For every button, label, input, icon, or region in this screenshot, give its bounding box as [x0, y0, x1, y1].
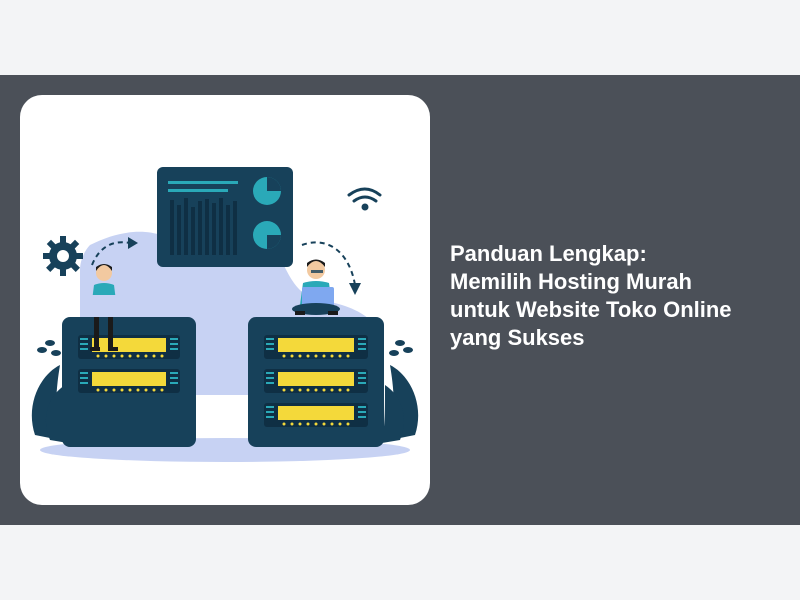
title-line: Memilih Hosting Murah — [450, 269, 692, 294]
hero-banner: Panduan Lengkap: Memilih Hosting Murah u… — [0, 75, 800, 525]
person-with-laptop-icon — [85, 264, 123, 351]
arrow-right — [301, 241, 356, 286]
gear-icon — [43, 236, 83, 276]
title-line: yang Sukses — [450, 325, 585, 350]
leaf-icon-right — [382, 340, 419, 443]
arrow-right-head — [349, 283, 361, 295]
title-line: Panduan Lengkap: — [450, 241, 647, 266]
article-title: Panduan Lengkap: Memilih Hosting Murah u… — [450, 240, 780, 352]
title-line: untuk Website Toko Online — [450, 297, 732, 322]
hero-illustration-card — [20, 95, 430, 505]
arrow-left — [91, 241, 131, 266]
wifi-icon — [347, 187, 382, 211]
analytics-dashboard-icon — [157, 167, 293, 267]
arrow-left-head — [128, 237, 138, 249]
hosting-illustration — [31, 167, 419, 462]
server-rack-icon-right — [248, 317, 384, 447]
server-rack-icon — [62, 317, 196, 447]
person-with-laptop-icon-right — [292, 259, 340, 315]
